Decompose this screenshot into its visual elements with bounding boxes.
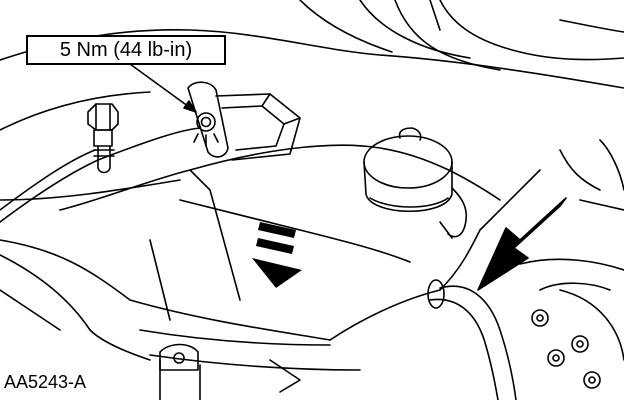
pulley-assembly xyxy=(519,139,624,389)
reservoir-cap xyxy=(363,127,468,239)
bolt-icon xyxy=(193,112,219,147)
sensor-fitting xyxy=(87,103,119,174)
mounting-bracket xyxy=(187,81,301,161)
coolant-hose xyxy=(427,279,517,400)
lower-components xyxy=(159,343,301,393)
torque-leader-line xyxy=(129,63,197,113)
torque-spec-callout: 5 Nm (44 lb-in) xyxy=(26,35,226,65)
flow-direction-arrow xyxy=(252,222,302,288)
cable xyxy=(0,127,201,223)
figure-id-label: AA5243-A xyxy=(2,372,89,393)
coolant-reservoir xyxy=(59,144,541,341)
indicator-arrow xyxy=(477,197,567,291)
